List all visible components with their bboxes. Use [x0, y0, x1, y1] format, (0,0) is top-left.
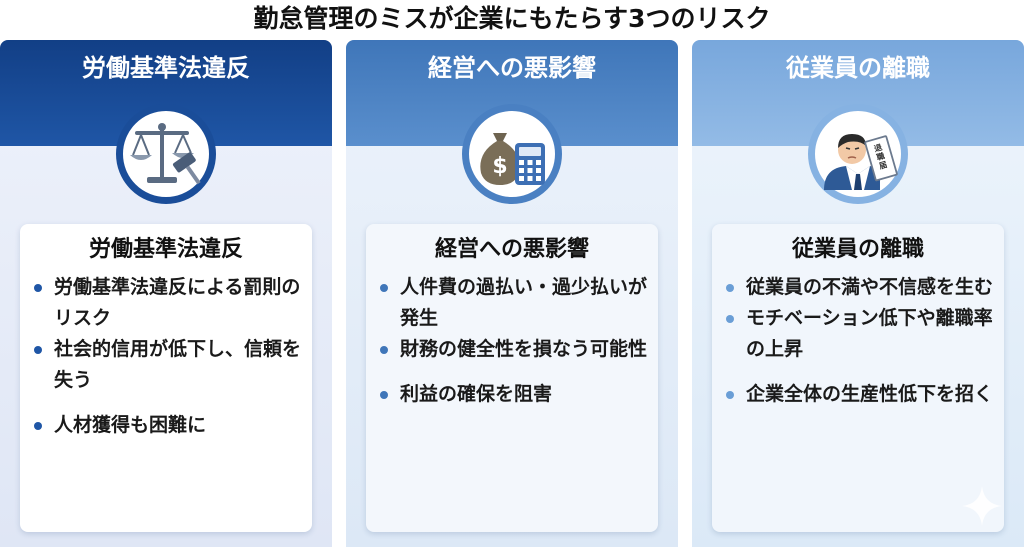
bullet-list: 人件費の過払い・過少払いが発生 財務の健全性を損なう可能性 利益の確保を阻害 — [378, 272, 654, 410]
letter-char: 退職届 — [873, 143, 888, 171]
bullet-list: 労働基準法違反による罰則のリスク 社会的信用が低下し、信頼を失う 人材獲得も困難… — [32, 272, 308, 441]
card-title: 従業員の離職 — [791, 237, 924, 262]
bullet-list: 従業員の不満や不信感を生む モチベーション低下や離職率の上昇 企業全体の生産性低… — [724, 272, 1000, 410]
icon-circle — [116, 104, 216, 204]
risk-column-labor-law: 労働基準法違反 労働基準法違反 労働基準法違反による罰則のリスク 社会的信用が低… — [0, 40, 332, 547]
scales-gavel-icon — [130, 123, 201, 185]
svg-text:$: $ — [492, 154, 507, 179]
list-item: 人材獲得も困難に — [32, 410, 308, 441]
icon-circle: 退職届 — [808, 104, 908, 204]
page-title: 勤怠管理のミスが企業にもたらす3つのリスク — [253, 4, 771, 33]
money-bag-calculator-icon: $ — [480, 133, 545, 185]
list-item: 労働基準法違反による罰則のリスク — [32, 272, 308, 334]
column-header-title: 経営への悪影響 — [428, 54, 596, 82]
card-title: 経営への悪影響 — [434, 237, 589, 262]
risk-card: 労働基準法違反 労働基準法違反による罰則のリスク 社会的信用が低下し、信頼を失う… — [20, 224, 312, 532]
list-item: 人件費の過払い・過少払いが発生 — [378, 272, 654, 334]
risk-column-management: 経営への悪影響 $ 経営への悪影響 人件費の過払い・過少払いが発生 財務の健全性… — [346, 40, 678, 547]
list-item: 財務の健全性を損なう可能性 — [378, 334, 654, 365]
icon-circle: $ — [462, 104, 562, 204]
list-item: 利益の確保を阻害 — [378, 379, 654, 410]
risk-column-turnover: 従業員の離職 退職届 従業員の離職 従業員の不満や不信感を生む モチベーション低… — [692, 40, 1024, 547]
list-item: 社会的信用が低下し、信頼を失う — [32, 334, 308, 396]
resignation-letter-icon: 退職届 — [824, 134, 898, 190]
card-title: 労働基準法違反 — [88, 237, 243, 262]
column-header-title: 労働基準法違反 — [82, 54, 250, 82]
list-item: 企業全体の生産性低下を招く — [724, 379, 1000, 410]
list-item: モチベーション低下や離職率の上昇 — [724, 303, 1000, 365]
column-header-title: 従業員の離職 — [786, 54, 930, 82]
list-item: 従業員の不満や不信感を生む — [724, 272, 1000, 303]
sparkle-icon — [962, 486, 1002, 526]
risk-card: 従業員の離職 従業員の不満や不信感を生む モチベーション低下や離職率の上昇 企業… — [712, 224, 1004, 532]
risk-card: 経営への悪影響 人件費の過払い・過少払いが発生 財務の健全性を損なう可能性 利益… — [366, 224, 658, 532]
